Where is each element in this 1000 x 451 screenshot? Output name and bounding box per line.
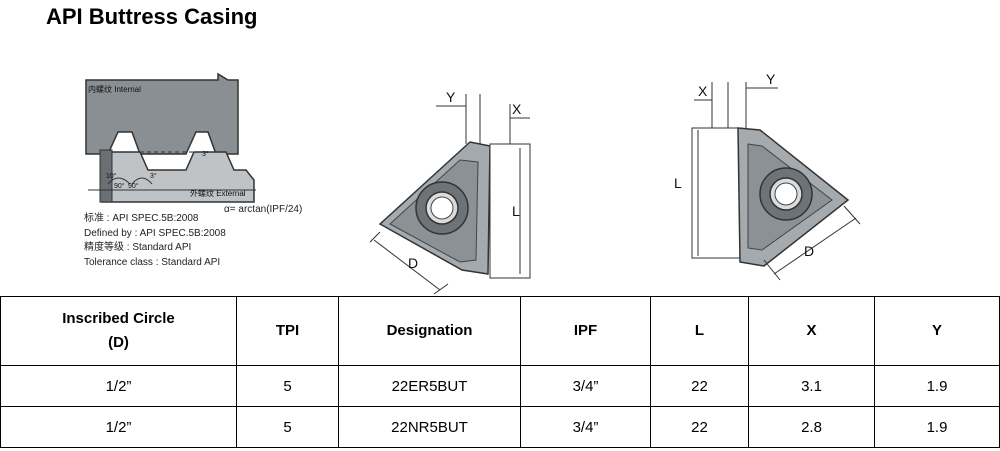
d-dimension-label: D — [804, 243, 814, 259]
cell-y: 1.9 — [874, 406, 1000, 448]
external-insert-figure: Y X L D — [370, 89, 531, 295]
y-dimension-label: Y — [446, 89, 456, 105]
header-inscribed-line1: Inscribed Circle — [62, 310, 175, 327]
header-inscribed-circle: Inscribed Circle (D) — [0, 296, 237, 366]
angle-label-3: 90° — [114, 182, 125, 190]
cell-tpi: 5 — [236, 406, 339, 448]
external-label: 外螺纹 External — [190, 188, 246, 198]
header-l: L — [650, 296, 749, 366]
cell-tpi: 5 — [236, 365, 339, 407]
y-dimension-label: Y — [766, 71, 776, 87]
cell-ipf: 3/4” — [520, 406, 651, 448]
cell-x: 3.1 — [748, 365, 875, 407]
header-ipf: IPF — [520, 296, 651, 366]
standard-line: Tolerance class : Standard API — [84, 256, 221, 268]
table-header-row: Inscribed Circle (D) TPI Designation IPF… — [0, 296, 1000, 366]
angle-label-1: 10° — [106, 172, 117, 180]
table-row: 1/2” 5 22ER5BUT 3/4” 22 3.1 1.9 — [0, 365, 1000, 407]
x-dimension-label: X — [512, 101, 522, 117]
standard-info: 标准 : API SPEC.5B:2008 Defined by : API S… — [84, 212, 226, 270]
arctan-formula: α= arctan(IPF/24) — [224, 204, 303, 215]
header-designation: Designation — [338, 296, 521, 366]
page-title: API Buttress Casing — [46, 4, 258, 29]
cell-d: 1/2” — [0, 406, 237, 448]
d-dimension-label: D — [408, 255, 418, 271]
x-dimension-label: X — [698, 83, 708, 99]
cell-l: 22 — [650, 406, 749, 448]
cell-d: 1/2” — [0, 365, 237, 407]
table-row: 1/2” 5 22NR5BUT 3/4” 22 2.8 1.9 — [0, 406, 1000, 448]
internal-insert-figure: X Y L D — [674, 71, 861, 281]
cell-l: 22 — [650, 365, 749, 407]
l-dimension-label: L — [512, 203, 520, 219]
angle-label-2: 3° — [150, 172, 157, 180]
l-dimension-label: L — [674, 175, 682, 191]
standard-line: Defined by : API SPEC.5B:2008 — [84, 227, 226, 239]
cell-x: 2.8 — [748, 406, 875, 448]
cell-y: 1.9 — [874, 365, 1000, 407]
cell-ipf: 3/4” — [520, 365, 651, 407]
header-inscribed-line2: (D) — [108, 334, 129, 351]
header-tpi: TPI — [236, 296, 339, 366]
angle-label-5: 3° — [202, 150, 209, 158]
thread-profile-figure: 内螺纹 Internal 外螺纹 External 10° 3° 90° 90°… — [85, 72, 256, 203]
angle-label-4: 90° — [128, 182, 139, 190]
standard-line: 精度等级 : Standard API — [84, 242, 192, 253]
internal-thread-shape — [85, 72, 239, 155]
header-x: X — [748, 296, 875, 366]
spec-table: Inscribed Circle (D) TPI Designation IPF… — [0, 296, 1000, 448]
standard-line: 标准 : API SPEC.5B:2008 — [84, 213, 199, 224]
internal-label: 内螺纹 Internal — [88, 84, 141, 94]
cell-designation: 22NR5BUT — [338, 406, 521, 448]
header-y: Y — [874, 296, 1000, 366]
cell-designation: 22ER5BUT — [338, 365, 521, 407]
